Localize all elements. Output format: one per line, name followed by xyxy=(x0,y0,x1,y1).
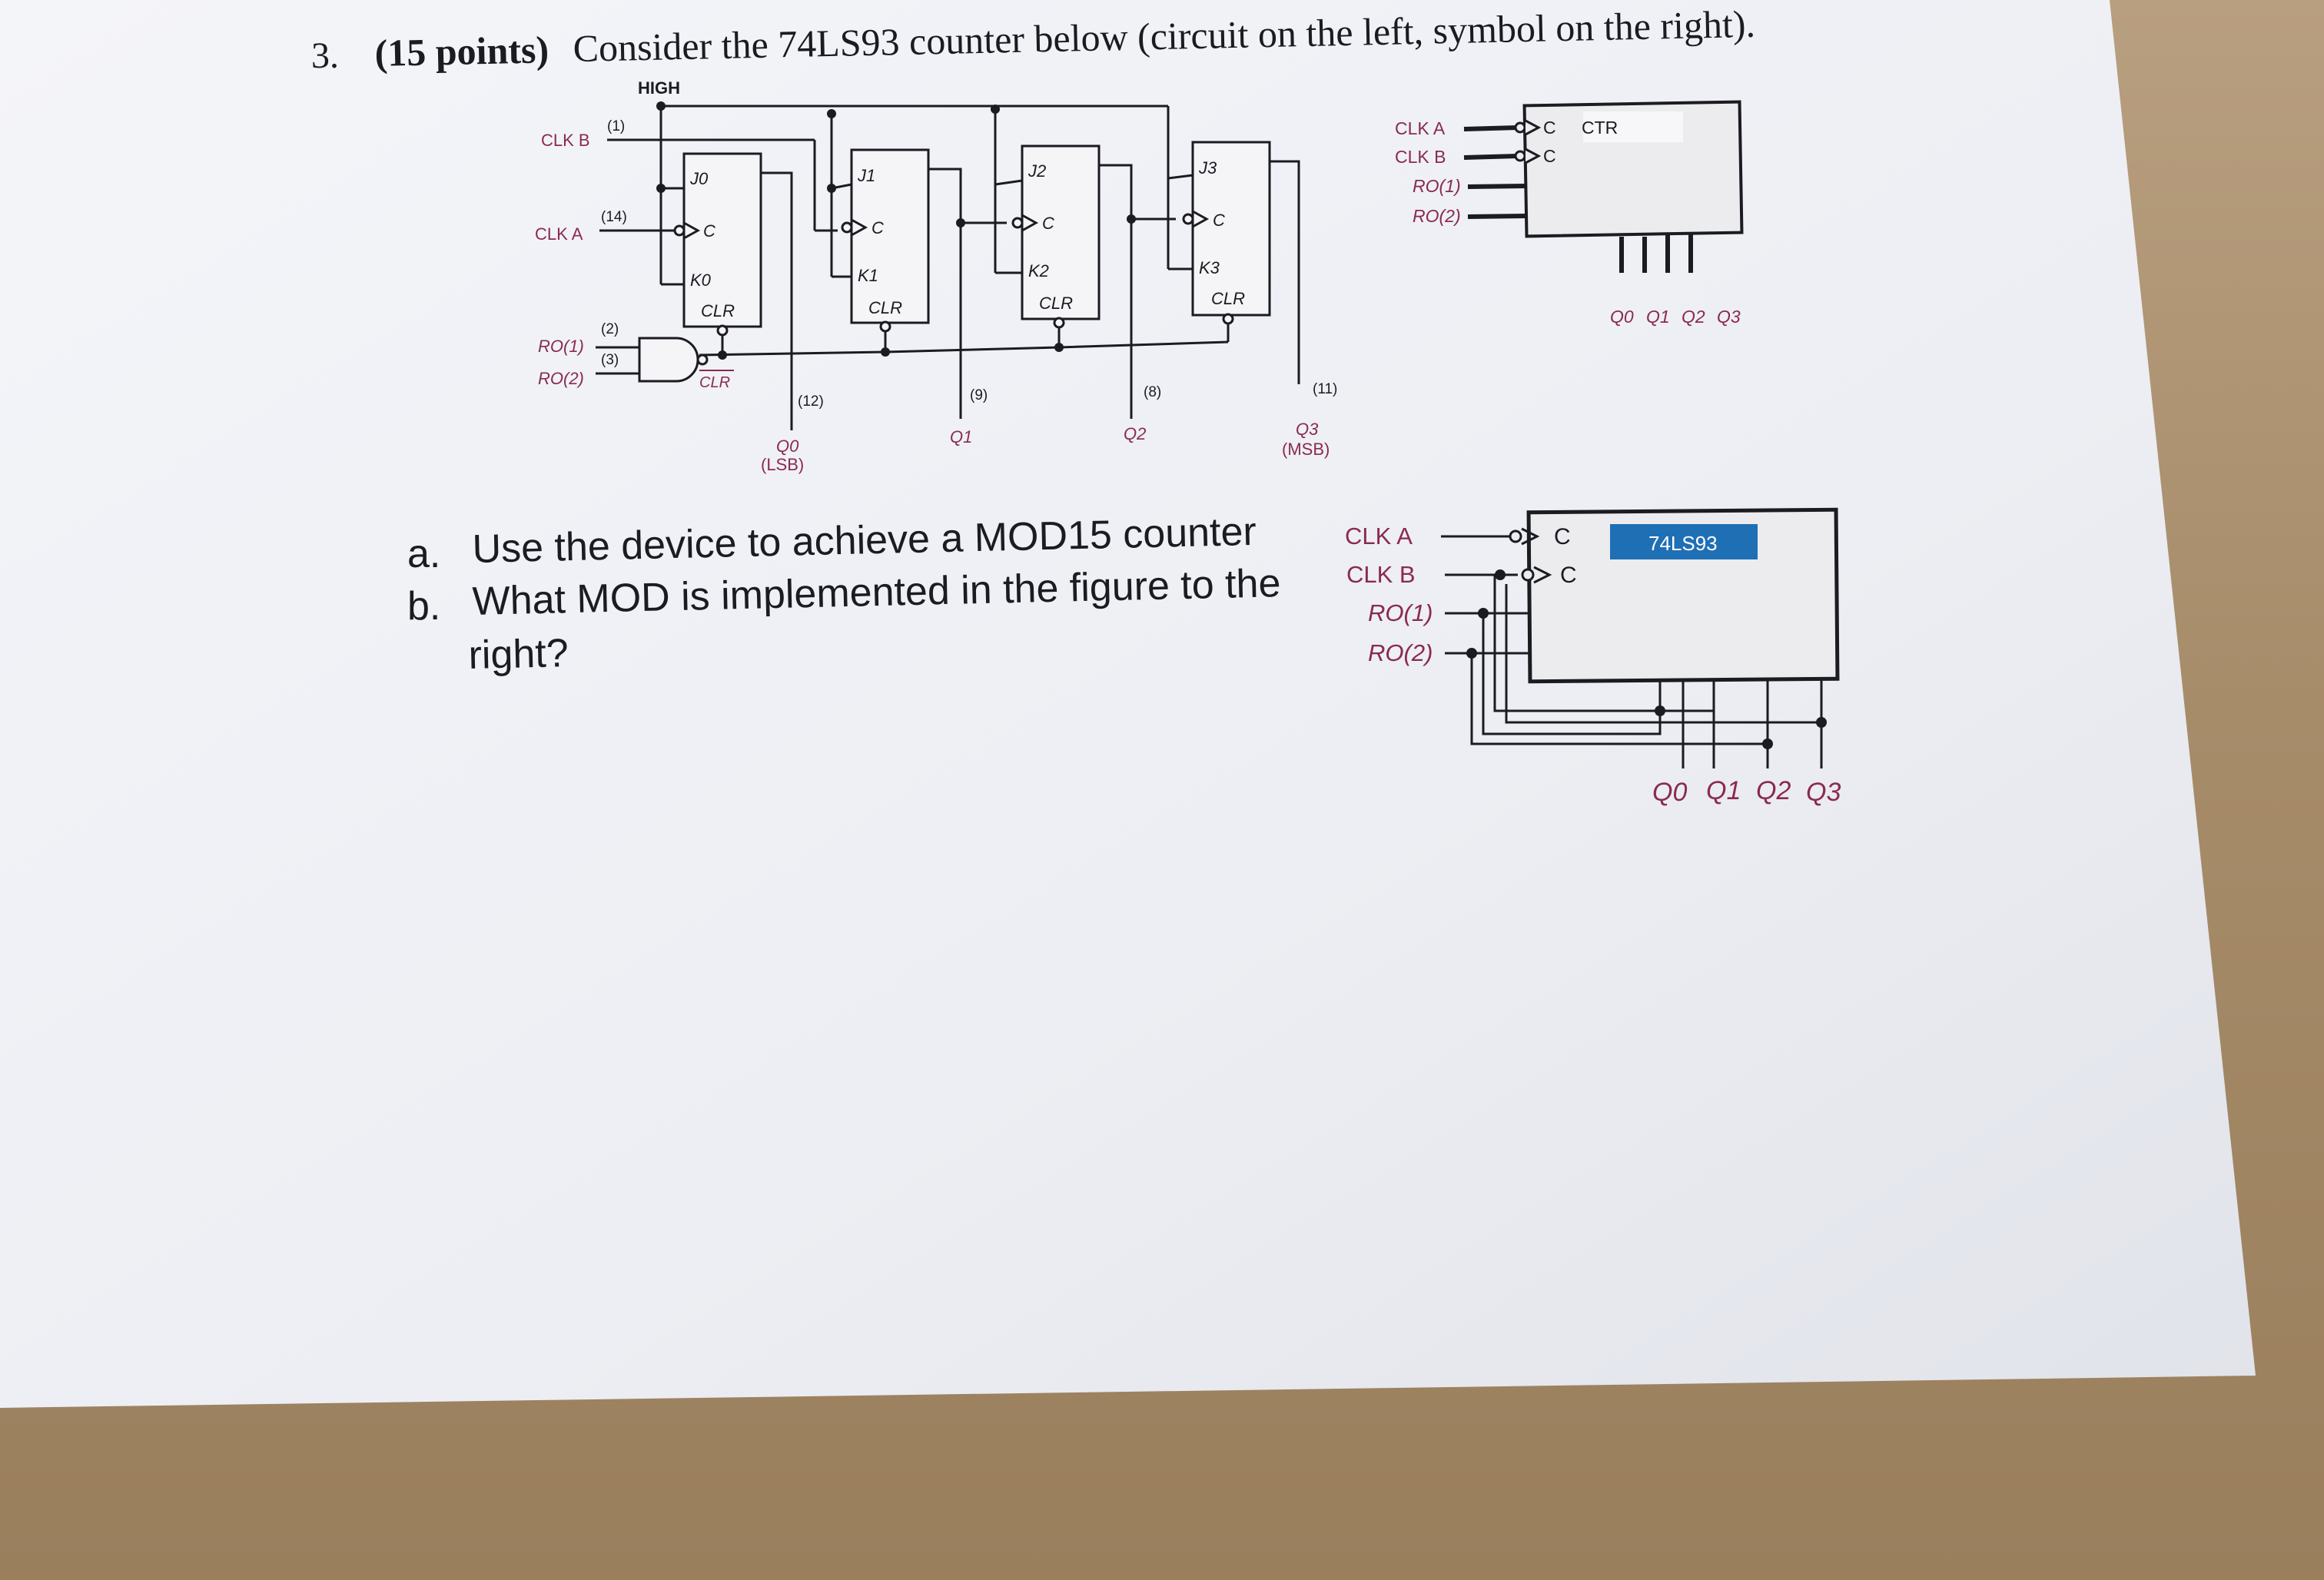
question-b-text-2: right? xyxy=(468,631,569,678)
bottom-ro1: RO(1) xyxy=(1368,599,1433,626)
bottom-c2: C xyxy=(1560,563,1577,588)
bottom-q0: Q0 xyxy=(1652,778,1687,807)
bottom-clk-b: CLK B xyxy=(1346,561,1416,588)
pin-3-label: (3) xyxy=(601,352,619,368)
ff3-k: K3 xyxy=(1199,258,1220,277)
ff2-j: J2 xyxy=(1028,161,1046,181)
output-q1: Q1 xyxy=(950,427,972,446)
top-q0: Q0 xyxy=(1610,307,1634,327)
bottom-q3: Q3 xyxy=(1806,778,1841,807)
top-clk-b: CLK B xyxy=(1395,147,1446,167)
clk-a-label: CLK A xyxy=(535,224,583,244)
output-q3: Q3 xyxy=(1296,420,1319,439)
ff2-k: K2 xyxy=(1028,261,1049,280)
top-c2: C xyxy=(1543,146,1556,166)
ff0-c: C xyxy=(703,221,715,241)
pin-14-label: (14) xyxy=(601,209,627,225)
question-b-marker: b. xyxy=(407,584,440,629)
pin-2-label: (2) xyxy=(601,321,619,337)
pin-9-label: (9) xyxy=(970,387,988,403)
ff2-clr: CLR xyxy=(1039,294,1073,313)
ff3-clr: CLR xyxy=(1211,289,1245,308)
output-q3-note: (MSB) xyxy=(1282,440,1330,459)
ff2-c: C xyxy=(1042,214,1054,233)
output-q0: Q0 xyxy=(776,436,799,456)
symbol-top: CLK A CLK B RO(1) RO(2) C C CTR Q0 Q1 Q2… xyxy=(1395,100,1744,327)
junction-dots xyxy=(656,101,1136,360)
bottom-q1: Q1 xyxy=(1706,776,1741,805)
high-label: HIGH xyxy=(638,78,680,98)
counter-circuit xyxy=(596,105,1300,430)
problem-points: (15 points) xyxy=(374,28,549,75)
ff1-c: C xyxy=(872,218,884,237)
pin-8-label: (8) xyxy=(1144,384,1161,400)
ff0-clr: CLR xyxy=(701,301,735,320)
top-q3: Q3 xyxy=(1717,307,1741,327)
bottom-ro2: RO(2) xyxy=(1368,639,1433,666)
top-c1: C xyxy=(1543,118,1556,138)
ff1-j: J1 xyxy=(857,166,875,185)
symbol-bottom: CLK A CLK B RO(1) RO(2) C C 74LS93 Q0 Q1… xyxy=(1345,507,1841,807)
ff0-k: K0 xyxy=(690,271,712,290)
bottom-q2: Q2 xyxy=(1756,776,1791,805)
pin-1-label: (1) xyxy=(607,118,625,134)
ro1-label: RO(1) xyxy=(538,337,584,356)
top-q1: Q1 xyxy=(1646,307,1670,327)
paper-sheet xyxy=(0,0,2256,1408)
chip-label-badge: 74LS93 xyxy=(1648,532,1718,555)
output-q2: Q2 xyxy=(1124,424,1146,443)
clk-b-label: CLK B xyxy=(541,131,590,150)
problem-number: 3. xyxy=(311,35,339,76)
ff3-j: J3 xyxy=(1198,158,1217,178)
ff3-c: C xyxy=(1213,211,1225,230)
question-a-marker: a. xyxy=(407,532,440,576)
pin-12-label: (12) xyxy=(798,393,824,410)
ff1-clr: CLR xyxy=(868,298,902,317)
bottom-clk-a: CLK A xyxy=(1345,523,1413,549)
output-q0-note: (LSB) xyxy=(761,455,804,474)
ro2-label: RO(2) xyxy=(538,369,584,388)
pin-11-label: (11) xyxy=(1313,381,1337,397)
nand-clr-label: CLR xyxy=(699,374,730,391)
top-ctr: CTR xyxy=(1582,118,1618,138)
top-ro2: RO(2) xyxy=(1413,206,1461,226)
top-q2: Q2 xyxy=(1682,307,1705,327)
ff1-k: K1 xyxy=(858,266,878,285)
bottom-c1: C xyxy=(1554,524,1571,549)
top-clk-a: CLK A xyxy=(1395,118,1446,138)
ff0-j: J0 xyxy=(689,169,709,188)
top-ro1: RO(1) xyxy=(1413,176,1461,196)
